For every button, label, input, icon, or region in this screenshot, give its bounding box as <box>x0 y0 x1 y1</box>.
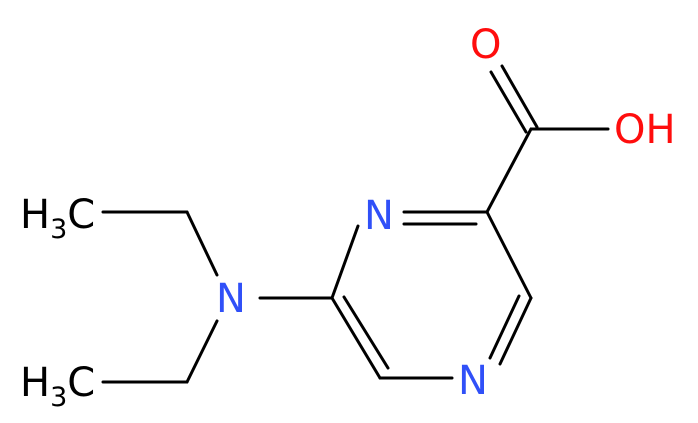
methyl-bottom-label: H3C <box>20 360 95 413</box>
methyl-top-label: H3C <box>20 192 95 245</box>
amine-nitrogen-label: N <box>216 276 246 322</box>
bond-amine-ethyl-top <box>185 210 219 277</box>
bond-c-o-double-a <box>500 64 539 129</box>
bonds <box>101 64 610 384</box>
bond-c-o-double-b <box>489 70 528 134</box>
methyl-top-c: C <box>67 192 95 238</box>
carbonyl-oxygen-label: O <box>470 22 501 68</box>
methyl-bottom-h: H <box>20 360 50 406</box>
methyl-bottom-subscript: 3 <box>50 382 67 413</box>
methyl-top-h: H <box>20 192 50 238</box>
bond-ring-n4-c3-inner <box>488 294 521 360</box>
bond-ring-c3-c2 <box>485 210 533 300</box>
methyl-bottom-c: C <box>67 360 95 406</box>
hydroxyl-label: OH <box>614 107 676 153</box>
bond-amine-ethyl-bottom <box>185 319 219 384</box>
bond-ring-c6-c5 <box>330 296 382 380</box>
bond-carboxyl-ring <box>485 127 533 214</box>
bond-ring-c6-c5-inner <box>342 295 390 370</box>
ring-nitrogen-top-label: N <box>364 193 394 239</box>
ring-nitrogen-bottom-label: N <box>458 358 488 404</box>
methyl-top-subscript: 3 <box>50 214 67 245</box>
bond-ring-n4-c3 <box>498 296 533 366</box>
bond-ring-n1-c6 <box>330 224 360 300</box>
atom-labels: O OH N N N H3C H3C <box>20 22 676 413</box>
